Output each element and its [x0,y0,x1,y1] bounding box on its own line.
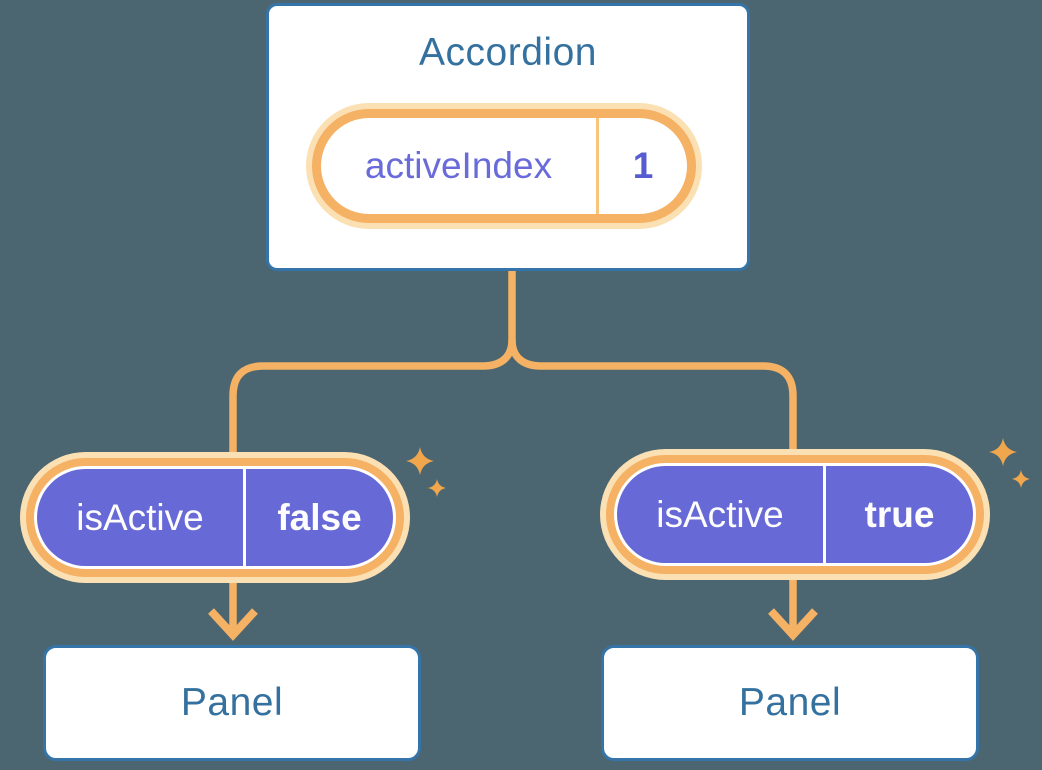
prop-label: isActive [656,493,784,535]
panel-label: Panel [180,681,284,724]
sparkle-icon [428,479,446,497]
state-label: activeIndex [364,145,553,186]
sparkle-icon [989,438,1017,466]
sparkle-icon [1012,470,1030,488]
panel-label: Panel [738,681,842,724]
connector-right [508,339,797,634]
prop-value: true [823,466,973,563]
panel-card-left: Panel [43,645,421,761]
prop-pill-left: isActive false [20,452,410,583]
prop-value: false [243,469,393,566]
prop-pill-body: isActive false [37,469,393,566]
state-pill-ring: activeIndex 1 [312,109,696,223]
arrowhead-right-icon [768,608,818,641]
state-pill: activeIndex 1 [306,103,702,229]
prop-pill-ring: isActive true [606,455,984,574]
prop-label: isActive [76,496,204,538]
state-value: 1 [596,118,687,214]
prop-pill-right: isActive true [600,449,990,580]
accordion-title: Accordion [419,31,597,74]
prop-pill-body: isActive true [617,466,973,563]
arrowhead-left-icon [208,608,258,641]
sparkle-icon [406,447,434,475]
prop-pill-ring: isActive false [26,458,404,577]
panel-card-right: Panel [601,645,979,761]
accordion-component-card: Accordion activeIndex 1 [266,3,750,271]
